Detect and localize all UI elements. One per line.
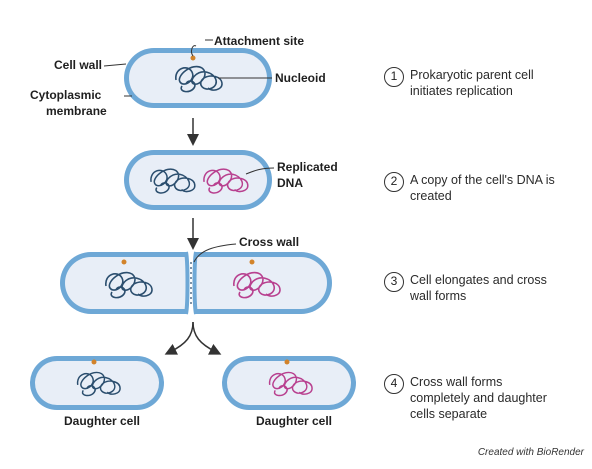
daughter-cell-left-label: Daughter cell (64, 414, 141, 428)
step-2-number: 2 (384, 172, 404, 192)
dna-label: DNA (277, 176, 303, 190)
biorender-credit: Created with BioRender (477, 447, 584, 458)
cross-wall-pointer (193, 243, 237, 263)
parent-cell (124, 48, 272, 108)
attachment-site-marker (190, 55, 196, 61)
label-pointers-cell1 (103, 39, 272, 97)
cytoplasmic-label: Cytoplasmic (30, 88, 102, 102)
elongated-cell (60, 251, 332, 315)
daughter-cell-right-shape (222, 356, 356, 410)
nucleoid-label: Nucleoid (275, 71, 326, 85)
daughter-cell-right-label: Daughter cell (256, 414, 333, 428)
step-4-number: 4 (384, 374, 404, 394)
cell-wall-label: Cell wall (54, 58, 103, 72)
replicated-label: Replicated (277, 160, 338, 174)
step-3-number: 3 (384, 272, 404, 292)
replicating-cell (124, 150, 272, 210)
cross-wall-label: Cross wall (239, 235, 300, 249)
attachment-site-label: Attachment site (214, 34, 305, 48)
branch-arrows (164, 321, 222, 355)
daughter-cell-left-shape (30, 356, 164, 410)
step-1-number: 1 (384, 67, 404, 87)
membrane-label: membrane (46, 104, 107, 118)
